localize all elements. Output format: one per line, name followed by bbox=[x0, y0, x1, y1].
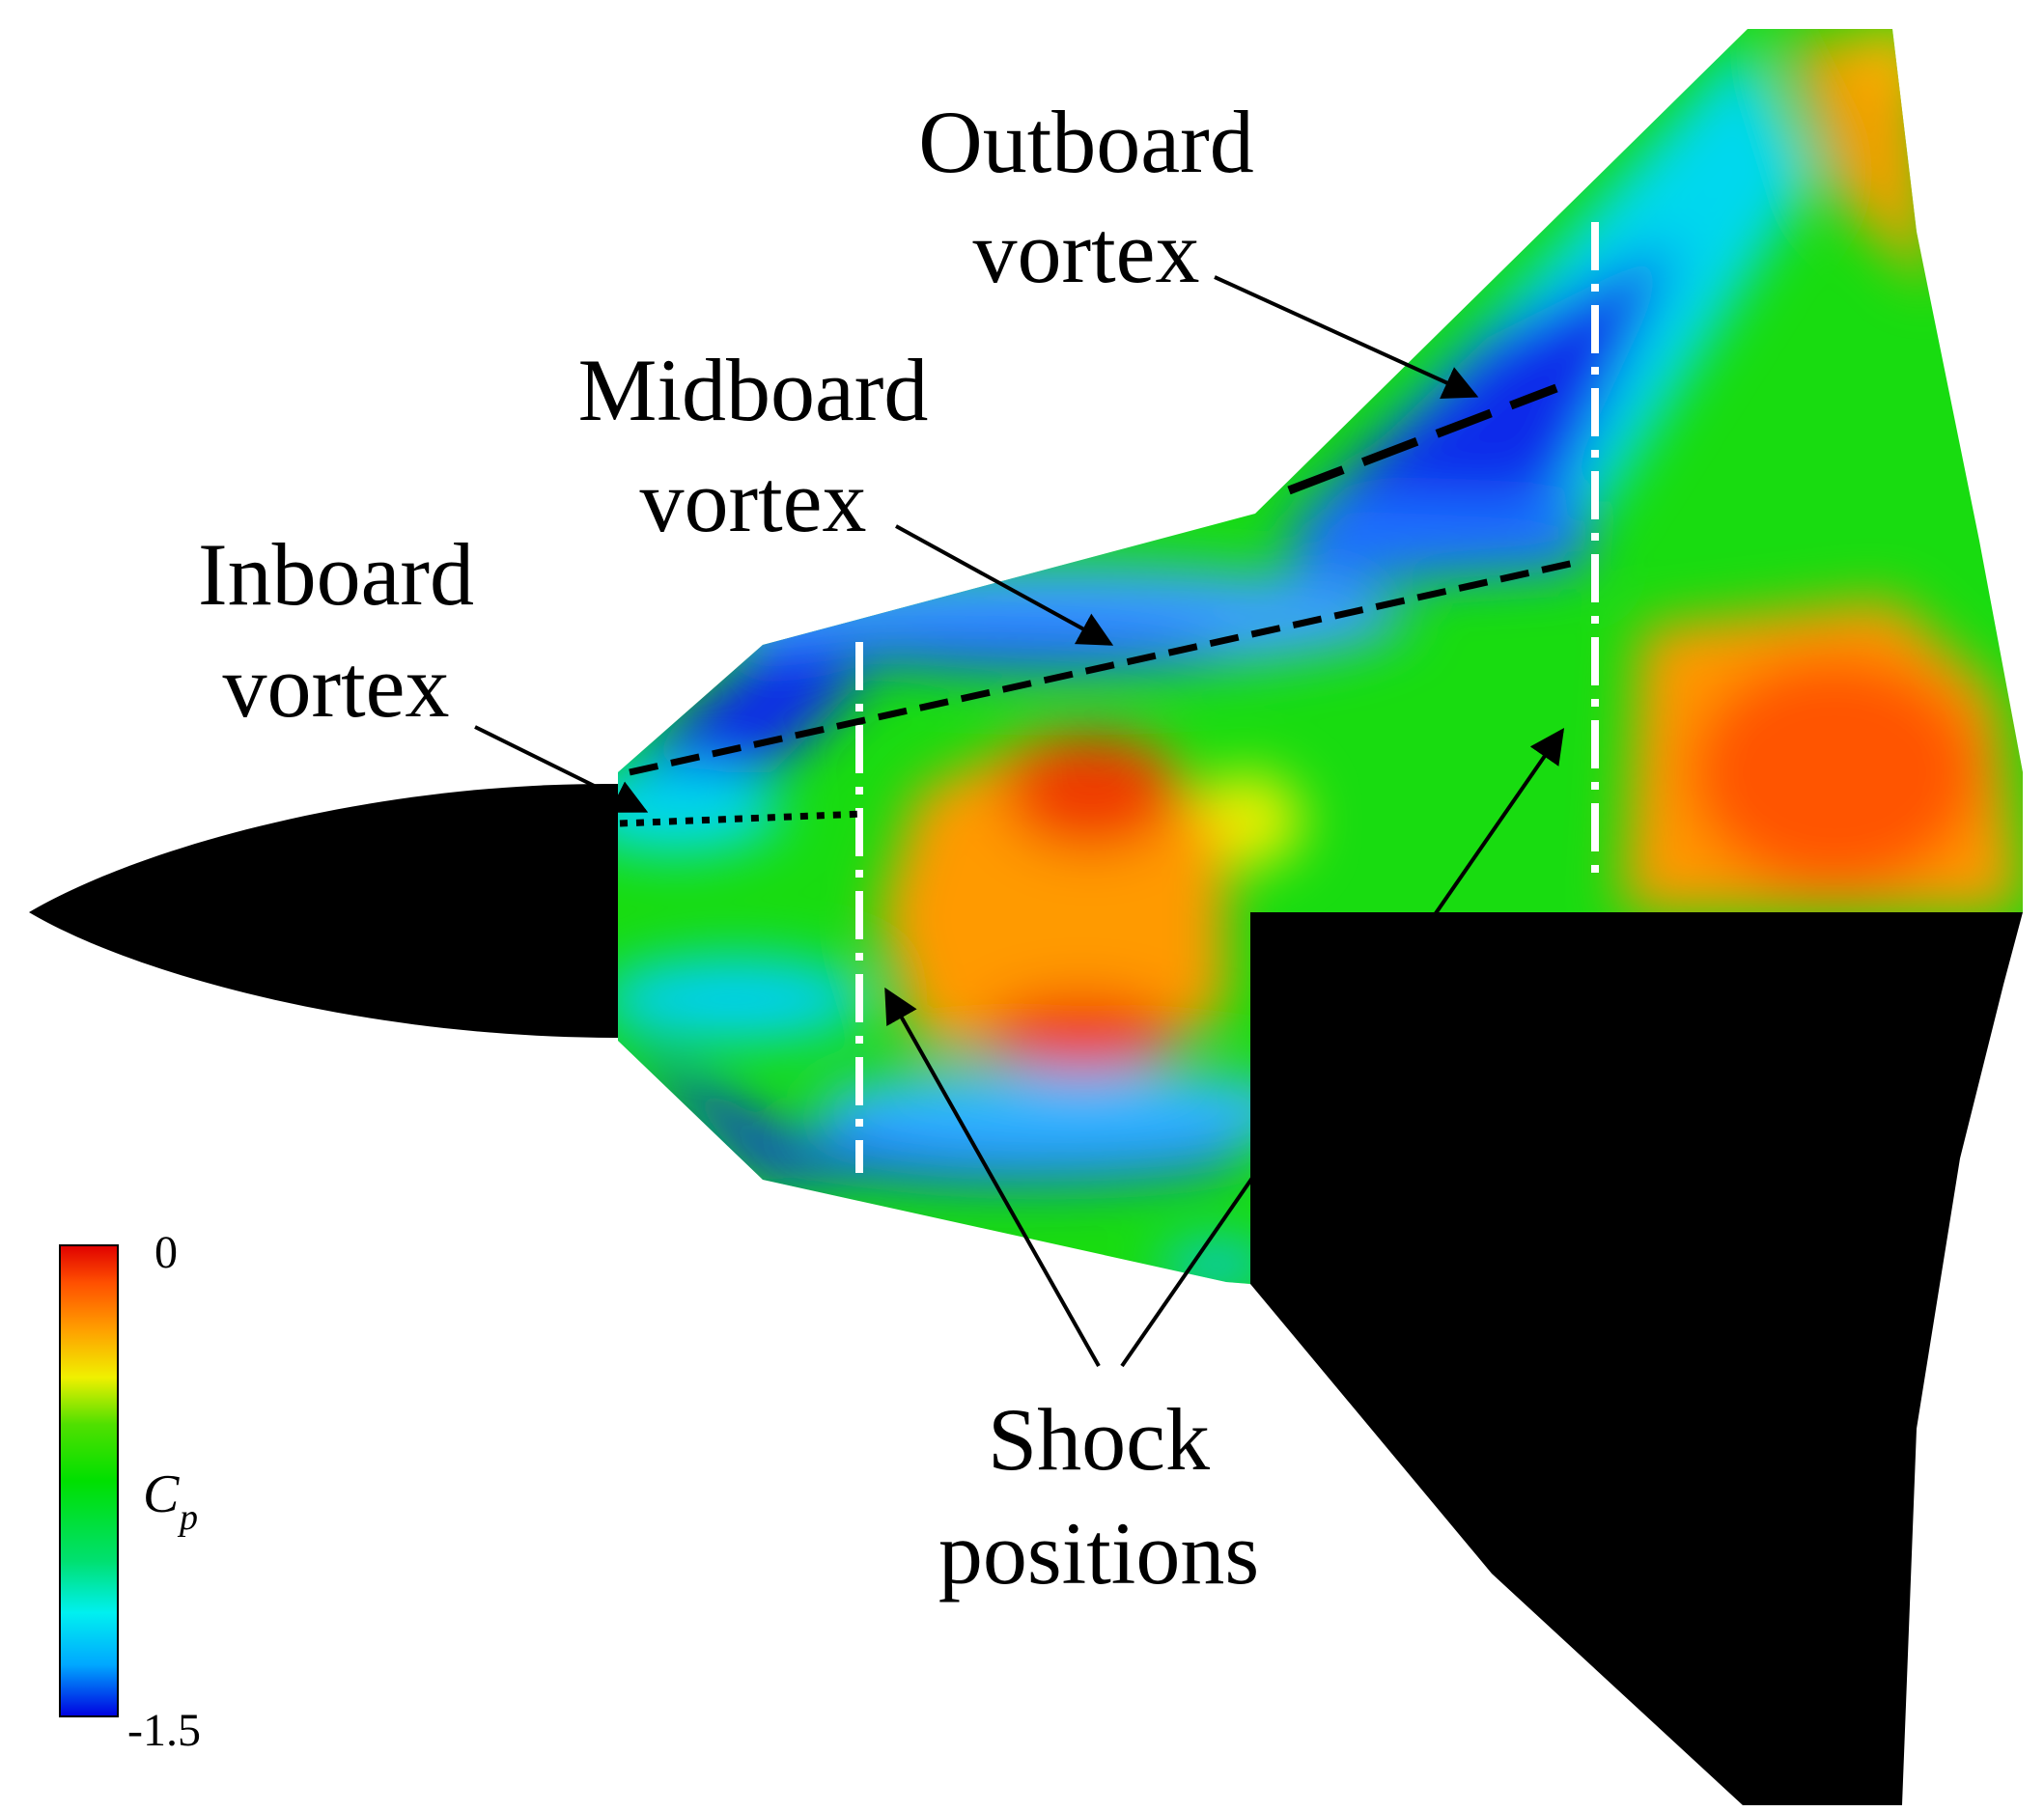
outboard-vortex-line bbox=[1287, 383, 1558, 495]
shock-arrow-left bbox=[884, 987, 1101, 1367]
colorbar-gradient bbox=[59, 1244, 119, 1717]
colorbar: 0 -1.5 C p bbox=[59, 1227, 201, 1756]
inboard-vortex-line bbox=[619, 810, 865, 827]
contour-blobs bbox=[618, 29, 2023, 1284]
colorbar-variable-main: C bbox=[143, 1464, 180, 1524]
fuselage-nose bbox=[29, 783, 618, 1038]
midboard-label-line2: vortex bbox=[639, 452, 866, 550]
shock-arrow-right bbox=[1120, 728, 1565, 1368]
outboard-label-line1: Outboard bbox=[918, 93, 1253, 191]
outboard-label-line2: vortex bbox=[972, 203, 1199, 301]
inboard-vortex-arrow bbox=[474, 725, 649, 813]
rear-body bbox=[1250, 912, 2023, 1805]
midboard-vortex-line bbox=[629, 558, 1580, 776]
midboard-vortex-arrow bbox=[895, 524, 1114, 646]
shock-label-line1: Shock bbox=[988, 1390, 1210, 1489]
inboard-label-line1: Inboard bbox=[198, 525, 474, 624]
shock-label-line2: positions bbox=[938, 1504, 1259, 1603]
inboard-label-line2: vortex bbox=[222, 637, 449, 736]
colorbar-max-label: 0 bbox=[154, 1227, 178, 1278]
midboard-label-line1: Midboard bbox=[578, 341, 929, 439]
colorbar-min-label: -1.5 bbox=[127, 1705, 201, 1756]
colorbar-variable-sub: p bbox=[177, 1497, 198, 1538]
outboard-vortex-arrow bbox=[1214, 275, 1479, 399]
